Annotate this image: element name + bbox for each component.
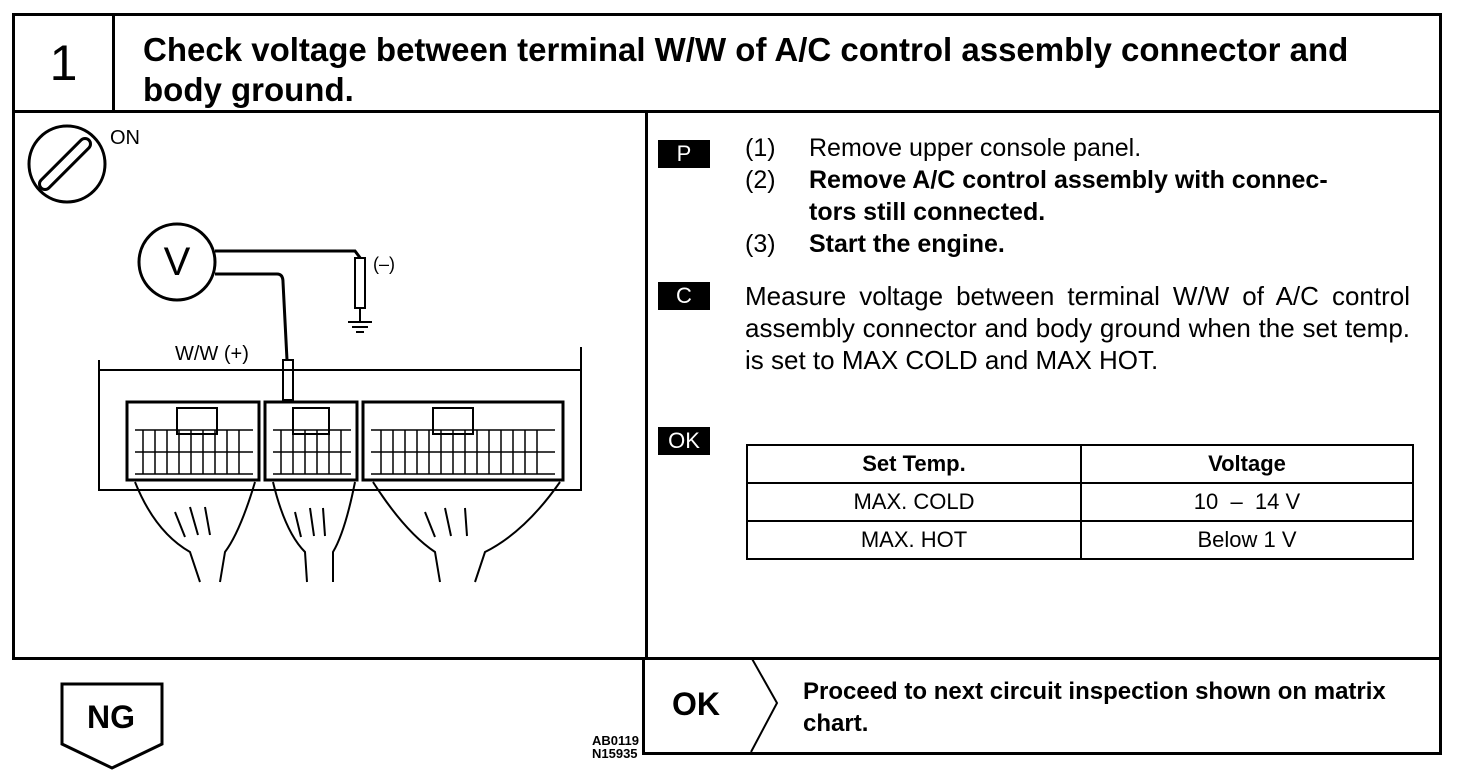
step-title: Check voltage between terminal W/W of A/… <box>143 31 1349 108</box>
ref-code: AB0119 <box>592 733 639 748</box>
check-description: Measure voltage between terminal W/W of … <box>745 281 1410 375</box>
panel-divider <box>645 112 648 657</box>
table-header: Set Temp. <box>746 444 1082 484</box>
procedure-step: (1)Remove upper console panel. <box>745 134 1142 162</box>
inspection-panel: ON V (–) W/W (+) <box>12 112 1442 760</box>
check-tag: C <box>658 282 710 310</box>
ref-code: N15935 <box>592 746 638 761</box>
ok-arrow-divider <box>750 657 779 752</box>
table-row: MAX. HOT Below 1 V <box>746 520 1414 560</box>
table-cell: 10 – 14 V <box>1080 482 1414 522</box>
ok-result-text: Proceed to next circuit inspection shown… <box>803 678 1386 737</box>
ok-result-label: OK <box>672 686 720 722</box>
ok-result-box <box>642 657 1442 755</box>
figure-reference-codes: AB0119 N15935 <box>592 734 639 760</box>
ignition-switch-icon <box>27 124 107 204</box>
ng-result-label: NG <box>87 698 135 735</box>
step-header: 1 Check voltage between terminal W/W of … <box>12 13 1442 113</box>
procedure-step: (3)Start the engine. <box>745 230 1005 258</box>
procedure-step: (2)Remove A/C control assembly with conn… <box>745 166 1328 194</box>
table-header: Voltage <box>1080 444 1414 484</box>
step-number: 1 <box>15 16 115 110</box>
table-cell: MAX. HOT <box>746 520 1082 560</box>
procedure-steps: (1)Remove upper console panel. (2)Remove… <box>745 132 1425 260</box>
ok-tag: OK <box>658 427 710 455</box>
spec-table: Set Temp. Voltage MAX. COLD 10 – 14 V MA… <box>746 444 1414 560</box>
ng-arrow-icon <box>60 682 164 770</box>
table-cell: MAX. COLD <box>746 482 1082 522</box>
voltmeter-icon: V <box>137 222 217 302</box>
table-cell: Below 1 V <box>1080 520 1414 560</box>
procedure-tag: P <box>658 140 710 168</box>
ground-symbol-icon <box>348 321 372 333</box>
voltmeter-label: V <box>164 240 191 284</box>
procedure-step: tors still connected. <box>809 198 1046 226</box>
connector-illustration: ON V (–) W/W (+) <box>27 124 582 583</box>
terminal-ww-label: W/W (+) <box>175 343 249 365</box>
negative-lead-label: (–) <box>373 254 395 274</box>
ignition-on-label: ON <box>110 127 140 149</box>
wire-harness <box>134 481 561 583</box>
connector-housing <box>98 347 582 491</box>
table-row: MAX. COLD 10 – 14 V <box>746 482 1414 522</box>
table-header-row: Set Temp. Voltage <box>746 444 1414 484</box>
